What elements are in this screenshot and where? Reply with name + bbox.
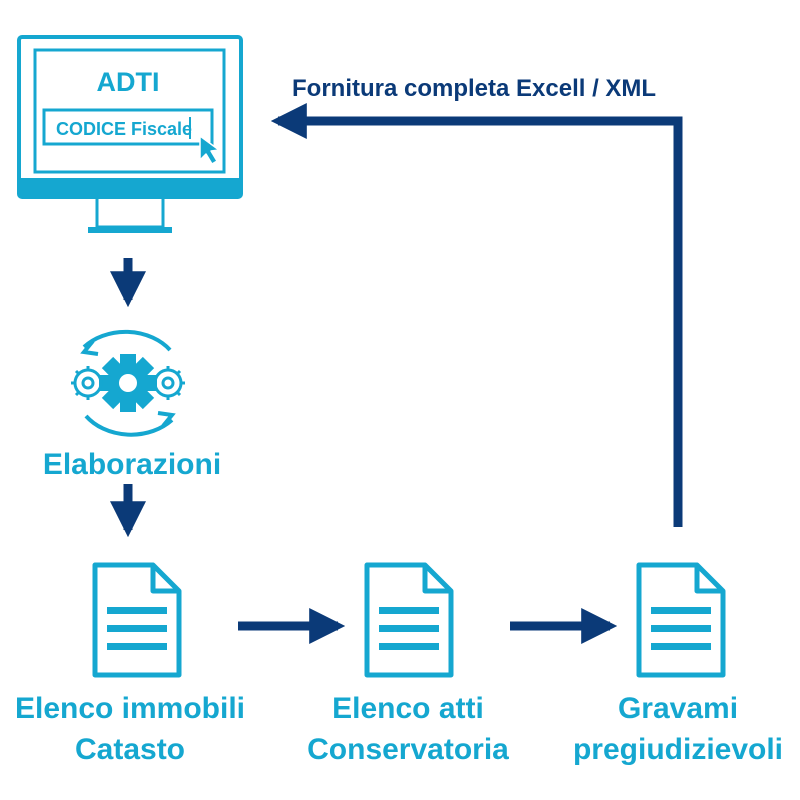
monitor-logo: ADTI — [97, 67, 160, 97]
gears-cycle-icon — [71, 329, 185, 437]
doc2-label-line2: Conservatoria — [307, 733, 509, 766]
doc3-label-line1: Gravami — [618, 692, 738, 725]
gear-right-icon — [153, 366, 185, 400]
document-icon — [92, 562, 182, 678]
text-caret — [189, 117, 191, 139]
monitor-icon — [17, 35, 243, 233]
gear-left-icon — [71, 366, 103, 400]
doc1-label-line1: Elenco immobili — [15, 692, 245, 725]
codice-fiscale-value: CODICE Fiscale — [56, 119, 192, 139]
mouse-cursor-icon — [199, 135, 220, 165]
process-label: Elaborazioni — [43, 448, 221, 481]
doc1-label-line2: Catasto — [75, 733, 185, 766]
codice-fiscale-field[interactable]: CODICE Fiscale — [42, 108, 214, 146]
doc2-label-line1: Elenco atti — [332, 692, 484, 725]
document-icon — [636, 562, 726, 678]
feedback-label: Fornitura completa Excell / XML — [292, 75, 656, 102]
document-icon — [364, 562, 454, 678]
feedback-arrow — [270, 103, 683, 527]
doc3-label-line2: pregiudizievoli — [573, 733, 783, 766]
gear-center-icon — [99, 354, 157, 412]
